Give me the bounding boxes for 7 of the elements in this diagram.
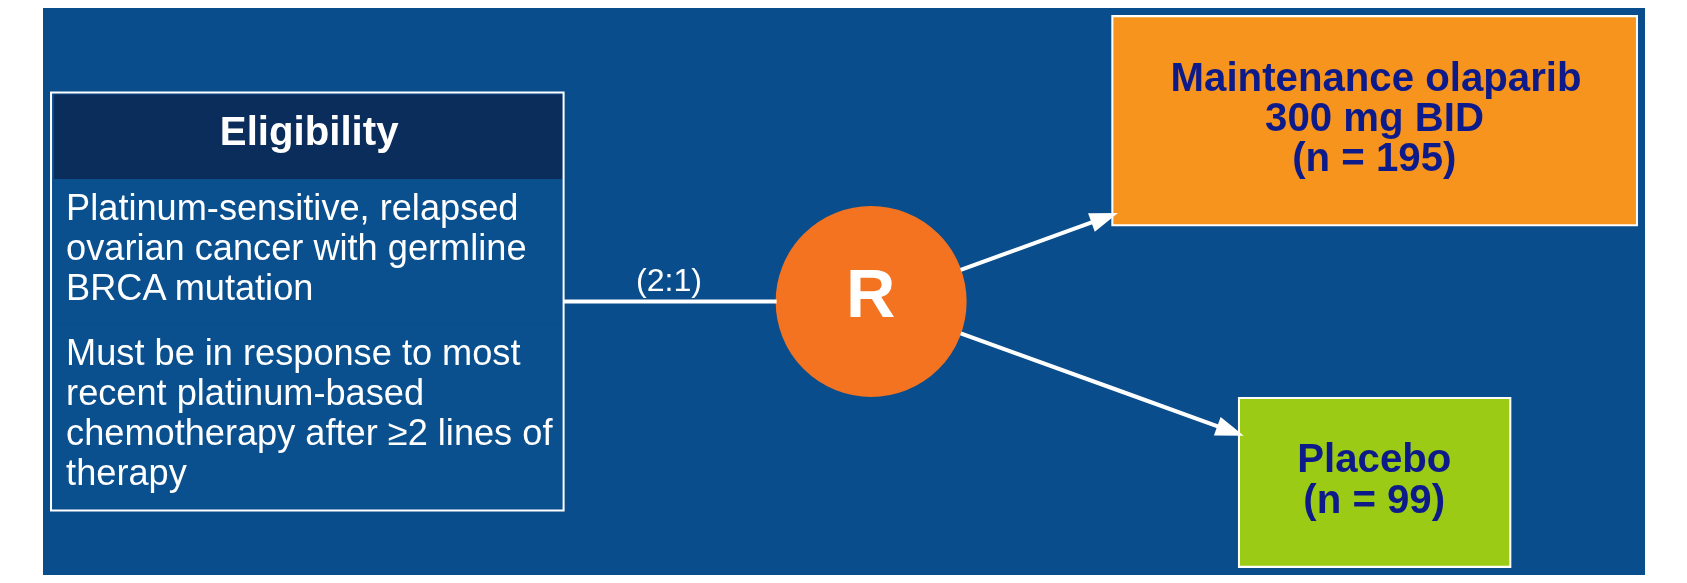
arrow [959,212,1118,272]
node-box: Placebo (n = 99) [1237,397,1511,568]
edge-label: (2:1) [635,262,702,299]
connector [563,299,777,304]
arrow [959,331,1244,436]
node-box: Maintenance olaparib 300 mg BID (n = 195) [1110,15,1638,227]
node-circle: R [775,206,967,398]
